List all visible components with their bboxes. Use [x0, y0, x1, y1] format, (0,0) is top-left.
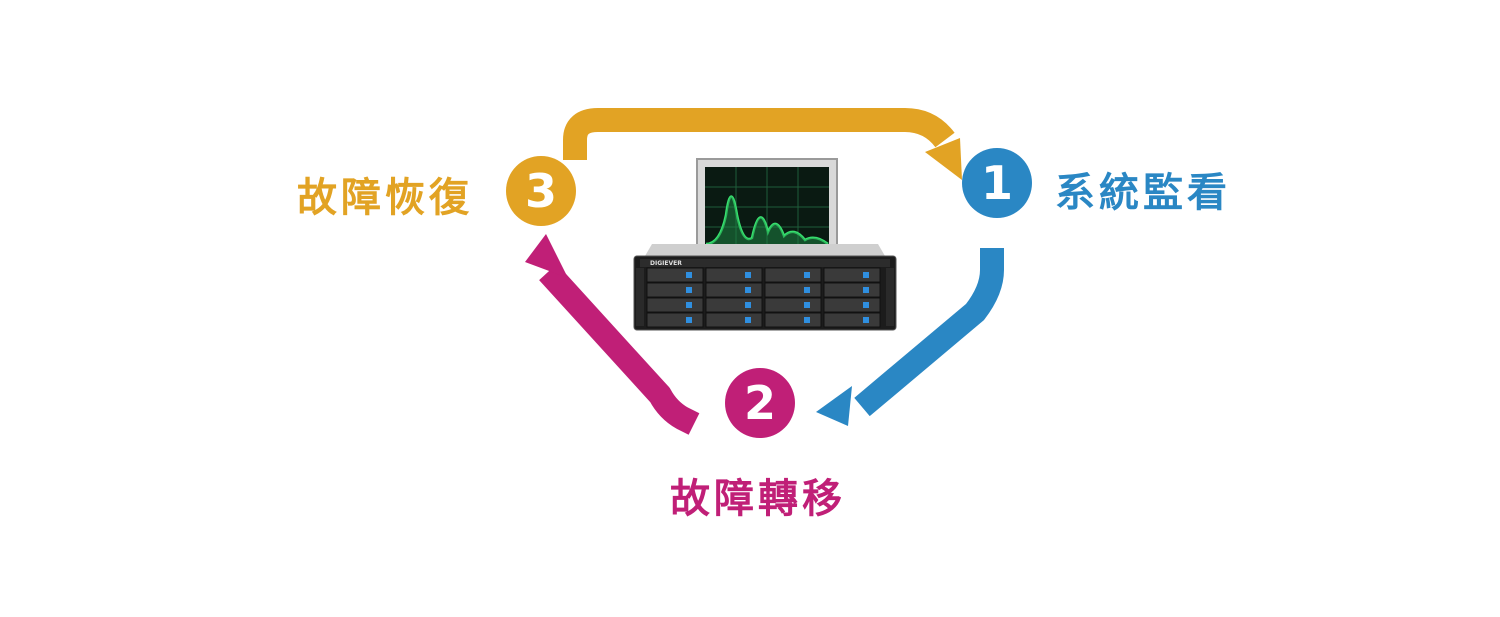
step-2-badge: 2 [725, 368, 795, 438]
arrow-failover-to-recovery [525, 234, 700, 435]
server-brand-label: DIGIEVER [650, 260, 682, 267]
step-3-label: 故障恢復 [297, 175, 473, 221]
waveform-monitor-icon [696, 158, 838, 255]
nvr-server-icon: DIGIEVER [633, 158, 897, 331]
step-1-badge: 1 [962, 148, 1032, 218]
step-2-label: 故障轉移 [670, 476, 846, 522]
arrow-recovery-to-monitor [563, 108, 962, 180]
arrow-monitor-to-failover [816, 248, 1004, 426]
step-3-badge: 3 [506, 156, 576, 226]
step-1-label: 系統監看 [1055, 170, 1231, 216]
